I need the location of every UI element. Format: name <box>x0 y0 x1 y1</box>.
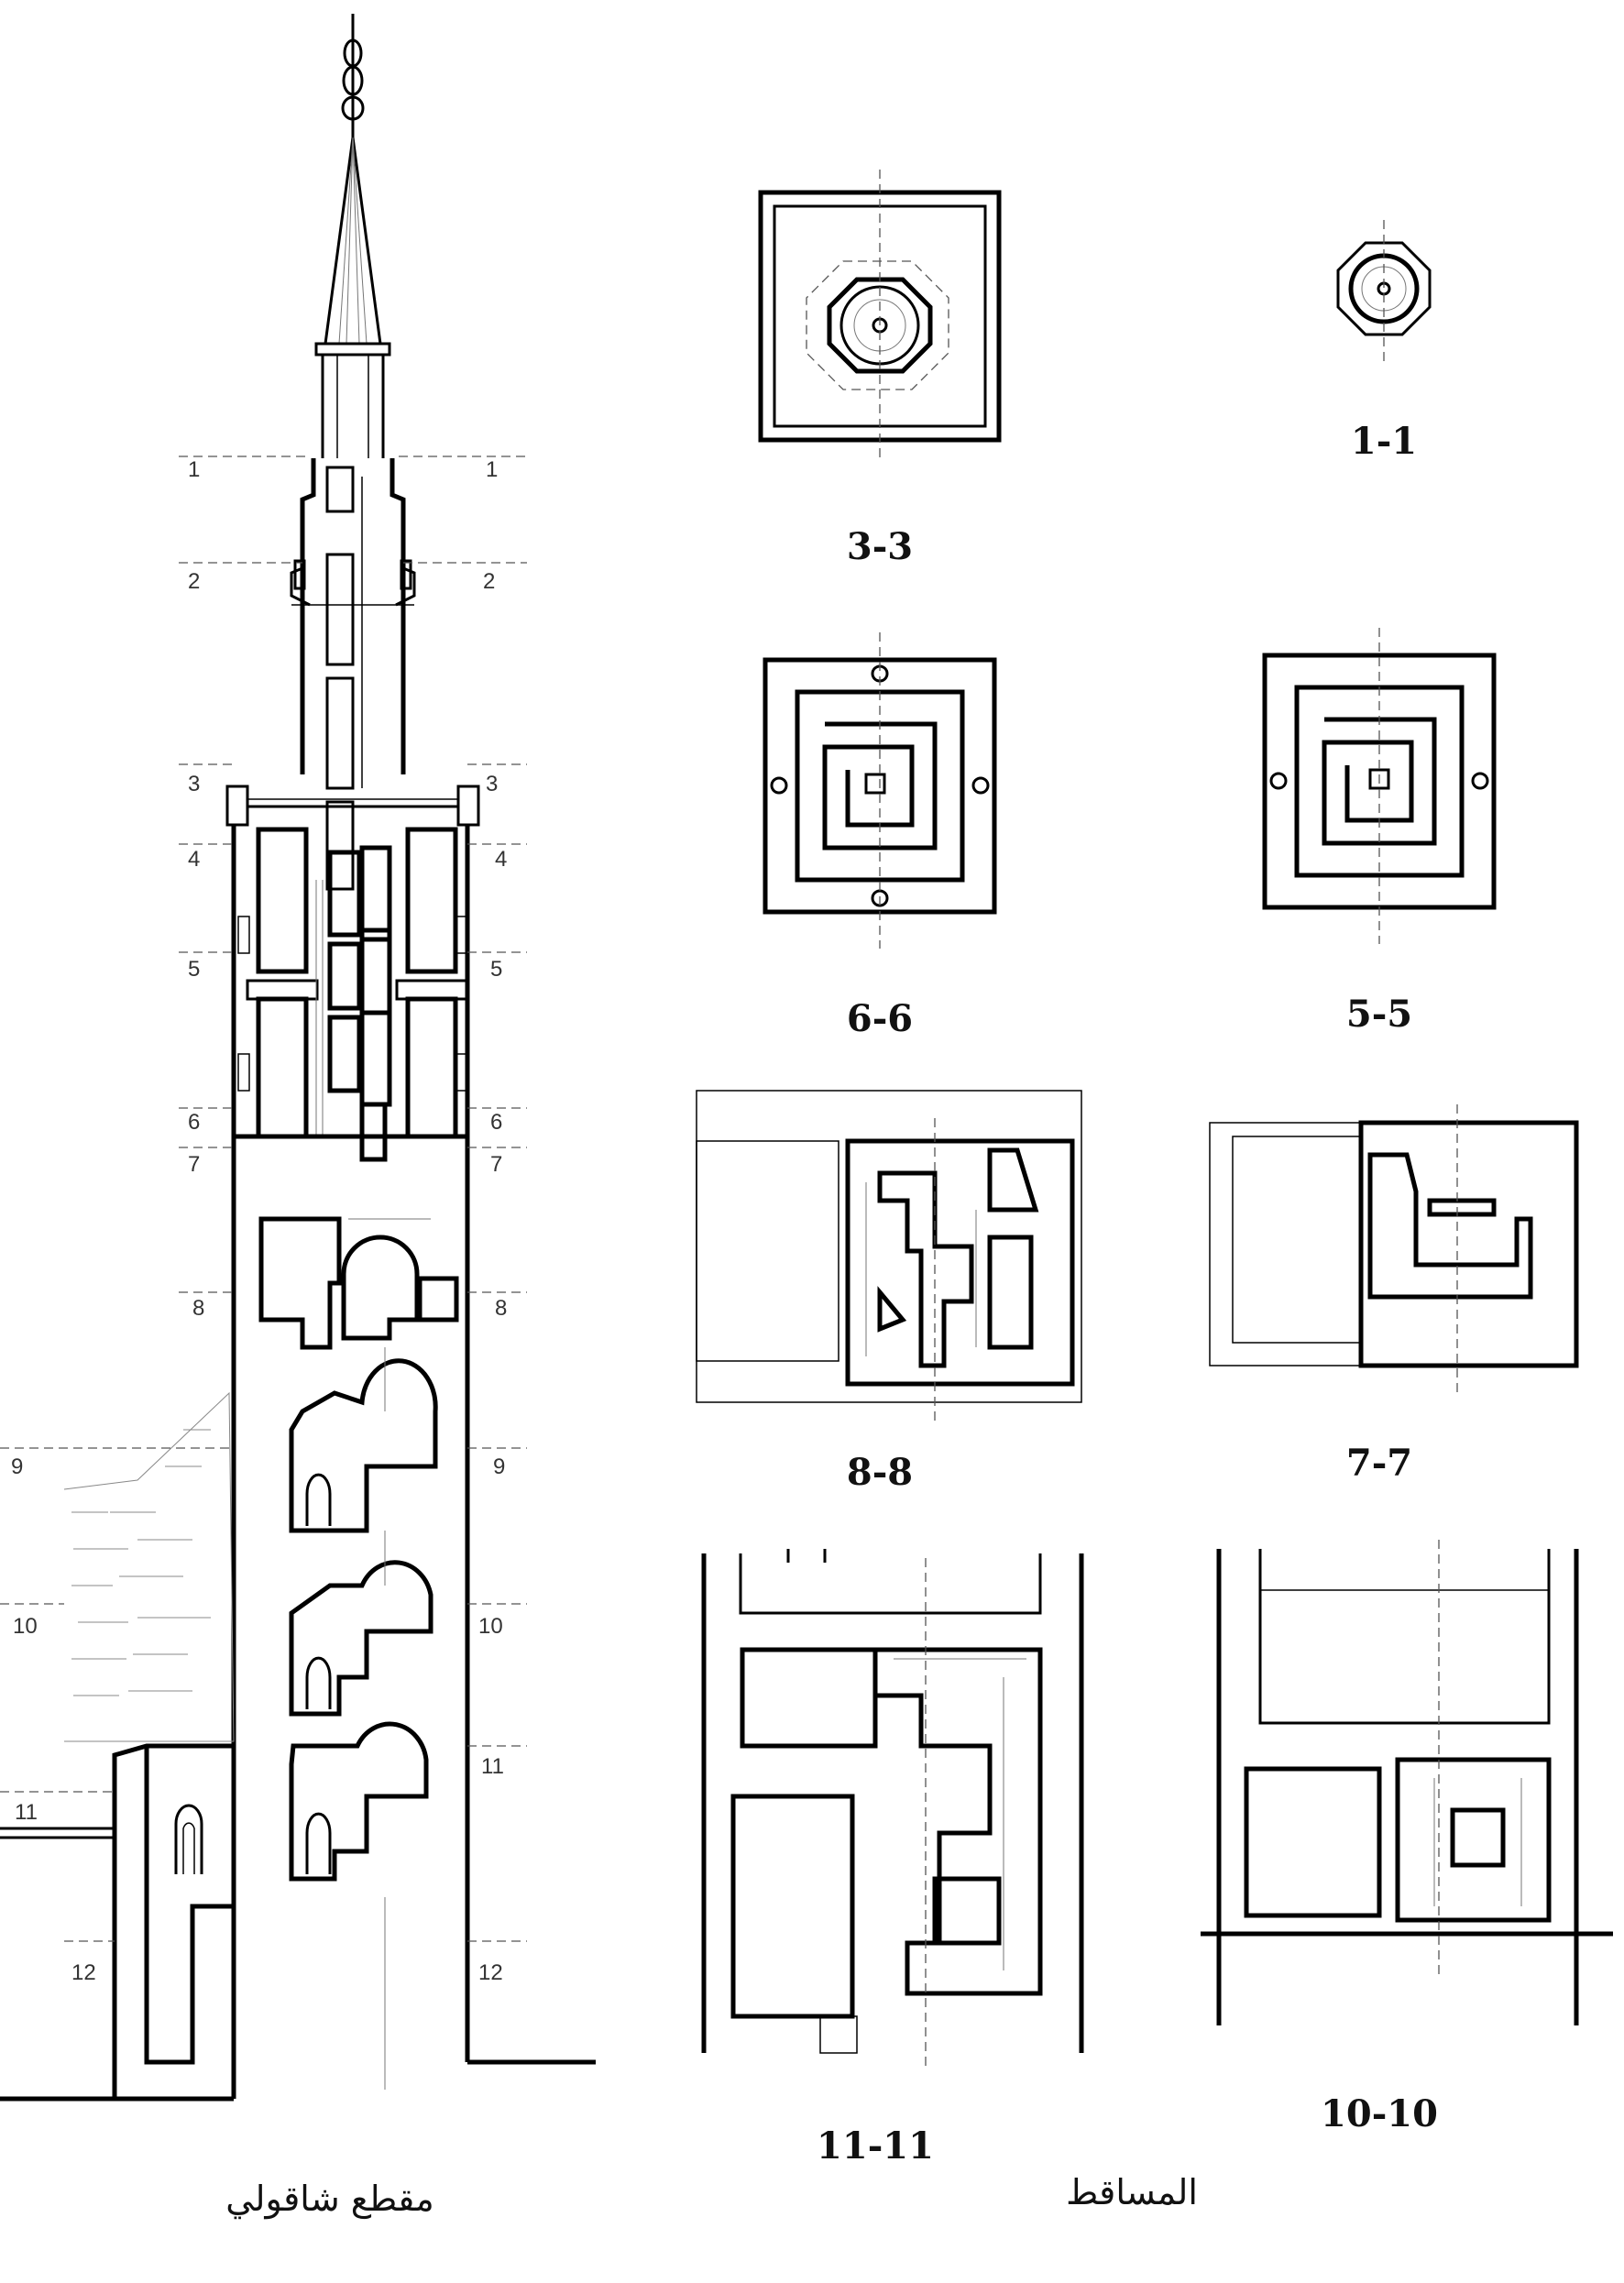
section-level-labels-right: 1 2 3 4 5 6 7 8 9 10 11 12 <box>478 457 507 1985</box>
level-label: 12 <box>71 1960 96 1985</box>
level-label: 3 <box>486 772 498 796</box>
plan-5-5: 5-5 <box>1262 628 1497 1036</box>
level-label: 11 <box>15 1800 38 1825</box>
plan-6-6: 6-6 <box>763 632 997 1040</box>
level-label: 11 <box>481 1754 504 1779</box>
annex-and-wall <box>0 1391 596 2102</box>
plan-1-1: 1-1 <box>1336 220 1432 463</box>
middle-shaft <box>231 825 470 1162</box>
plan-10-10: 10-10 <box>1201 1540 1613 2135</box>
level-label: 9 <box>493 1454 505 1479</box>
upper-shaft <box>290 458 416 891</box>
balcony-3 <box>225 785 480 827</box>
plan-3-3: 3-3 <box>758 170 1002 568</box>
level-label: 7 <box>188 1152 200 1177</box>
level-label: 5 <box>490 957 502 982</box>
level-label: 9 <box>11 1454 23 1479</box>
vertical-section: 1 2 3 4 5 6 7 8 9 10 11 12 1 2 3 4 5 6 7… <box>0 14 596 2220</box>
plan-label: 10-10 <box>1321 2092 1438 2135</box>
plan-label: 8-8 <box>847 1451 913 1494</box>
level-label: 2 <box>188 569 200 594</box>
plan-label: 3-3 <box>847 525 913 568</box>
level-label: 7 <box>490 1152 502 1177</box>
section-cut-lines <box>0 456 527 1942</box>
level-label: 10 <box>13 1614 38 1639</box>
level-label: 12 <box>478 1960 503 1985</box>
level-label: 8 <box>495 1296 507 1321</box>
plan-label: 6-6 <box>847 997 913 1040</box>
level-label: 6 <box>188 1110 200 1135</box>
level-label: 8 <box>192 1296 204 1321</box>
plan-8-8: 8-8 <box>696 1090 1082 1494</box>
level-label: 4 <box>495 847 507 872</box>
level-label: 1 <box>486 457 498 482</box>
plans: 3-3 1-1 6-6 <box>696 170 1613 2212</box>
plan-7-7: 7-7 <box>1209 1104 1579 1485</box>
plan-label: 5-5 <box>1346 993 1412 1036</box>
level-label: 6 <box>490 1110 502 1135</box>
plan-11-11: 11-11 <box>701 1549 1084 2168</box>
plan-label: 11-11 <box>817 2124 934 2168</box>
level-label: 3 <box>188 772 200 796</box>
plans-caption: المساقط <box>1066 2172 1198 2212</box>
level-label: 10 <box>478 1614 503 1639</box>
level-label: 1 <box>188 457 200 482</box>
level-label: 2 <box>483 569 495 594</box>
lower-tower <box>231 1134 470 2099</box>
section-level-labels-left: 1 2 3 4 5 6 7 8 9 10 11 12 <box>11 457 204 1985</box>
level-label: 4 <box>188 847 200 872</box>
plan-label: 1-1 <box>1351 420 1417 463</box>
plan-label: 7-7 <box>1346 1442 1412 1485</box>
spire <box>314 14 391 458</box>
section-caption: مقطع شاقولي <box>225 2179 434 2220</box>
level-label: 5 <box>188 957 200 982</box>
